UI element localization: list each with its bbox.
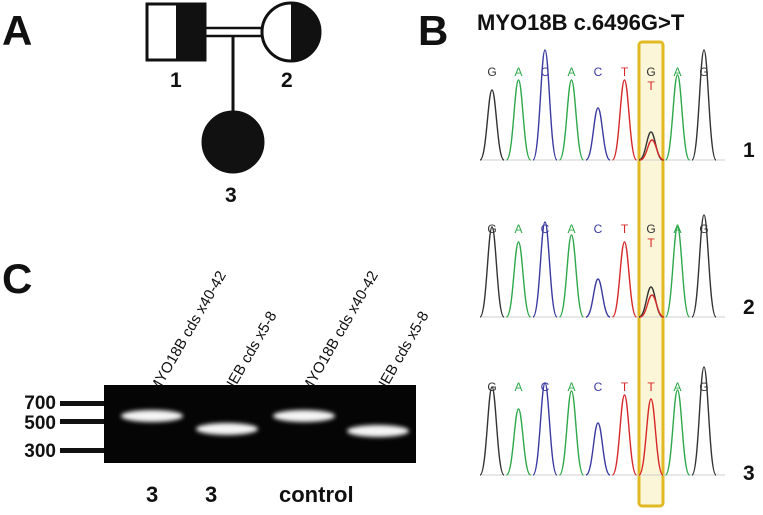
- trace-peak: [611, 241, 638, 318]
- trace-peak: [532, 49, 558, 161]
- base-call: A: [673, 380, 681, 394]
- trace-peak: [558, 390, 585, 476]
- trace-peak: [691, 214, 717, 318]
- sample-label-2: 3: [205, 482, 218, 507]
- base-call: T: [621, 222, 629, 236]
- sequencing-title: MYO18B c.6496G>T: [477, 10, 685, 35]
- base-call: G: [699, 380, 708, 394]
- base-call: G: [646, 222, 655, 236]
- trace-peak: [611, 394, 638, 476]
- trace-peak: [664, 74, 691, 161]
- trace-peak: [480, 226, 505, 318]
- trace-peak: [532, 221, 558, 318]
- trace-peak: [691, 49, 717, 161]
- base-call: G: [646, 65, 655, 79]
- pedigree-label-1: 1: [170, 69, 182, 92]
- base-call-secondary: T: [647, 79, 655, 93]
- base-call: G: [487, 222, 496, 236]
- trace-peak: [585, 422, 611, 476]
- pedigree-label-3: 3: [225, 184, 237, 207]
- control-label: control: [279, 482, 354, 507]
- gel-band-4: [347, 425, 409, 437]
- trace-peak: [480, 386, 505, 476]
- trace-peak: [585, 278, 611, 318]
- base-call: A: [673, 65, 681, 79]
- base-call: G: [699, 222, 708, 236]
- trace-label-1: 1: [743, 139, 755, 162]
- gel-background: [104, 385, 416, 463]
- lane-label-2: NEB cds x5-8: [220, 308, 281, 397]
- trace-peak: [505, 408, 532, 476]
- base-call-secondary: T: [647, 236, 655, 250]
- pedigree-chart: [145, 1, 322, 174]
- ladder-mark-300: [60, 448, 110, 453]
- base-call: T: [647, 380, 655, 394]
- panel-c-label: C: [2, 255, 33, 302]
- base-call: A: [673, 222, 681, 236]
- trace-peak: [558, 79, 585, 161]
- base-call: C: [594, 222, 603, 236]
- gel-band-2: [196, 423, 258, 435]
- trace-peak: [664, 389, 691, 476]
- gel-band-1: [121, 410, 183, 422]
- base-call: A: [514, 222, 522, 236]
- base-call: C: [541, 222, 550, 236]
- base-call: C: [541, 380, 550, 394]
- base-call: A: [567, 222, 575, 236]
- base-call: C: [541, 65, 550, 79]
- base-call: A: [514, 380, 522, 394]
- ladder-mark-500: [60, 419, 110, 424]
- lane-label-4: NEB cds x5-8: [372, 308, 433, 397]
- trace-label-3: 3: [743, 462, 755, 485]
- variant-highlight: [637, 40, 665, 508]
- sample-label-1: 3: [146, 482, 159, 507]
- trace-peak: [505, 241, 532, 318]
- ladder-500: 500: [24, 413, 56, 434]
- ladder-300: 300: [24, 441, 56, 462]
- trace-peak: [585, 107, 611, 161]
- trace-label-2: 2: [743, 296, 755, 319]
- panel-a-label: A: [2, 7, 33, 54]
- base-call: A: [514, 65, 522, 79]
- base-call: G: [699, 65, 708, 79]
- base-call: T: [621, 380, 629, 394]
- ladder-700: 700: [24, 393, 56, 414]
- base-call: T: [621, 65, 629, 79]
- base-call: C: [594, 380, 603, 394]
- trace-peak: [611, 79, 638, 161]
- lane-label-1: MYO18B cds x40-42: [146, 268, 230, 397]
- trace-peak: [480, 89, 505, 161]
- trace-peak: [505, 79, 532, 161]
- ladder-mark-700: [60, 401, 110, 406]
- panel-b-label: B: [418, 7, 449, 54]
- gel-image: [60, 385, 416, 463]
- pedigree-label-2: 2: [281, 69, 293, 92]
- trace-peak: [558, 234, 585, 318]
- base-call: A: [567, 380, 575, 394]
- base-call: A: [567, 65, 575, 79]
- trace-peak: [691, 366, 717, 476]
- trace-peak-secondary: [639, 294, 665, 318]
- gel-band-3: [273, 410, 335, 422]
- trace-peak: [532, 382, 558, 476]
- trace-peak: [664, 226, 691, 318]
- pedigree-child-symbol: [201, 110, 265, 174]
- base-call: G: [487, 65, 496, 79]
- lane-label-3: MYO18B cds x40-42: [298, 268, 382, 397]
- base-call: C: [594, 65, 603, 79]
- trace-peak: [638, 398, 664, 476]
- trace-peak-secondary: [639, 139, 665, 161]
